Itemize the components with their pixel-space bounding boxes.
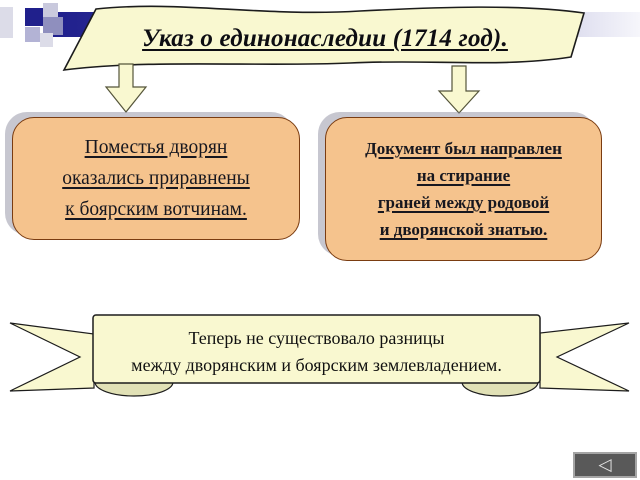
ribbon-band bbox=[92, 314, 541, 384]
page-title: Указ о единонаследии (1714 год). bbox=[142, 25, 508, 52]
box-left-line: к боярским вотчинам. bbox=[65, 199, 247, 220]
conclusion-ribbon-shape bbox=[9, 314, 630, 397]
banner-wave-shape bbox=[62, 5, 586, 71]
title-banner-shape bbox=[62, 5, 586, 71]
content-box-left: Поместья дворян оказались приравнены к б… bbox=[12, 117, 300, 240]
pixel-decor-bar bbox=[0, 7, 13, 38]
box-right-line: Документ был направлен bbox=[365, 139, 562, 158]
ribbon-tail-left bbox=[9, 322, 95, 392]
box-right-line: и дворянской знатью. bbox=[379, 220, 548, 239]
ribbon-line: Теперь не существовало разницы bbox=[188, 328, 445, 348]
pixel-decor-square bbox=[40, 33, 53, 47]
box-right-line: граней между родовой bbox=[377, 193, 550, 212]
down-arrow-left-icon bbox=[104, 63, 148, 113]
ribbon-tail-right bbox=[539, 322, 630, 392]
back-button[interactable]: ◁ bbox=[573, 452, 637, 478]
pixel-decor-square bbox=[43, 17, 63, 35]
ribbon-line: между дворянским и боярским землевладени… bbox=[131, 355, 502, 375]
pixel-decor-square bbox=[25, 27, 40, 42]
back-arrow-icon: ◁ bbox=[598, 454, 612, 475]
pixel-decor-square bbox=[43, 3, 58, 17]
box-left-line: Поместья дворян bbox=[84, 137, 228, 158]
box-left-line: оказались приравнены bbox=[62, 168, 250, 189]
connector-arrows bbox=[104, 63, 481, 114]
box-right-line: на стирание bbox=[416, 166, 511, 185]
conclusion-text: Теперь не существовало разницы между дво… bbox=[93, 325, 540, 379]
content-box-right: Документ был направлен на стирание гране… bbox=[325, 117, 602, 261]
pixel-decor-square bbox=[25, 8, 43, 26]
down-arrow-right-icon bbox=[437, 65, 481, 114]
